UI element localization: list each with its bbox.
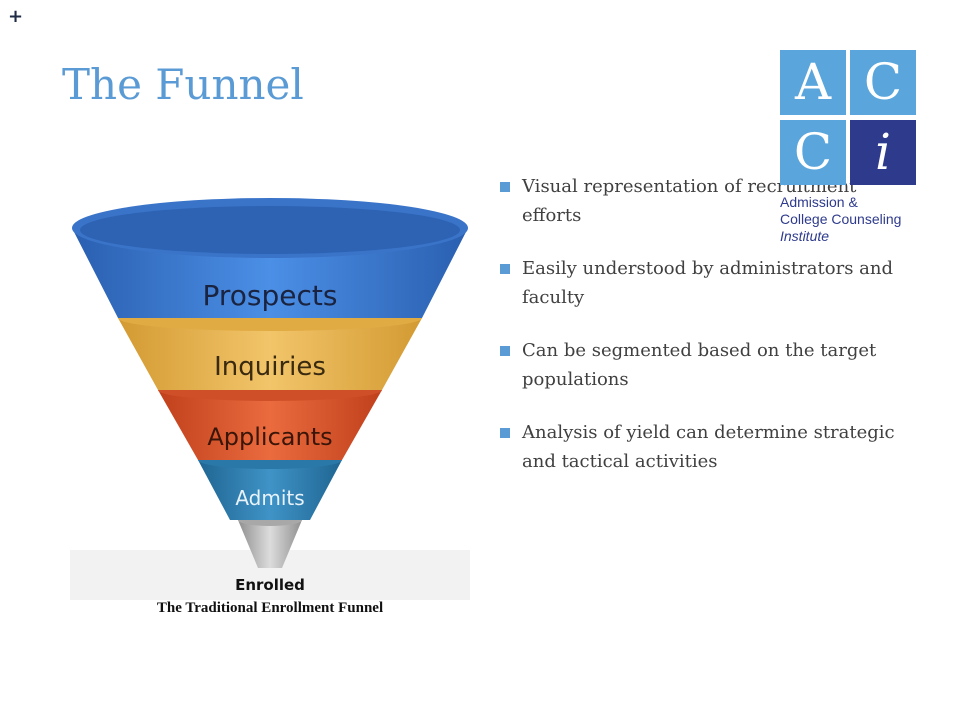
- funnel-label-prospects: Prospects: [203, 279, 338, 312]
- acci-logo: A C C i Admission & College Counseling I…: [780, 50, 920, 245]
- funnel-graphic: Prospects Inquiries Applicants Admits En…: [70, 198, 470, 600]
- funnel-label-enrolled: Enrolled: [235, 576, 305, 594]
- square-bullet-icon: [500, 428, 510, 438]
- logo-letter-a: A: [780, 50, 846, 115]
- funnel-label-inquiries: Inquiries: [214, 352, 326, 382]
- logo-letter-i: i: [850, 120, 916, 185]
- bullet-item: Analysis of yield can determine strategi…: [500, 418, 920, 476]
- bullet-list: Visual representation of recruitment eff…: [500, 172, 920, 500]
- funnel-stem: [238, 520, 302, 568]
- logo-line-3: Institute: [780, 228, 830, 244]
- funnel-stage-applicants: [158, 390, 382, 460]
- bullet-item: Easily understood by administrators and …: [500, 254, 920, 312]
- bullet-text: Can be segmented based on the target pop…: [522, 340, 877, 390]
- square-bullet-icon: [500, 182, 510, 192]
- logo-wordmark: Admission & College Counseling Institute: [780, 194, 920, 245]
- slide-title: The Funnel: [62, 60, 304, 109]
- logo-grid: A C C i: [780, 50, 918, 186]
- logo-line-2: College Counseling: [780, 211, 902, 227]
- funnel-diagram: Prospects Inquiries Applicants Admits En…: [70, 190, 470, 630]
- bullet-text: Analysis of yield can determine strategi…: [522, 422, 895, 472]
- logo-letter-c-bottom: C: [780, 120, 846, 185]
- square-bullet-icon: [500, 346, 510, 356]
- funnel-stage-admits: [198, 460, 342, 520]
- logo-letter-c-top: C: [850, 50, 916, 115]
- bullet-text: Visual representation of recruitment eff…: [522, 176, 857, 226]
- funnel-top-opening: [80, 206, 460, 254]
- square-bullet-icon: [500, 264, 510, 274]
- funnel-caption: The Traditional Enrollment Funnel: [156, 600, 384, 616]
- funnel-stage-inquiries: [118, 318, 422, 390]
- plus-mark: +: [8, 6, 24, 27]
- bullet-text: Easily understood by administrators and …: [522, 258, 893, 308]
- funnel-label-admits: Admits: [235, 486, 304, 510]
- logo-line-1: Admission &: [780, 194, 858, 210]
- bullet-item: Can be segmented based on the target pop…: [500, 336, 920, 394]
- funnel-label-applicants: Applicants: [207, 423, 332, 451]
- bullet-item: Visual representation of recruitment eff…: [500, 172, 920, 230]
